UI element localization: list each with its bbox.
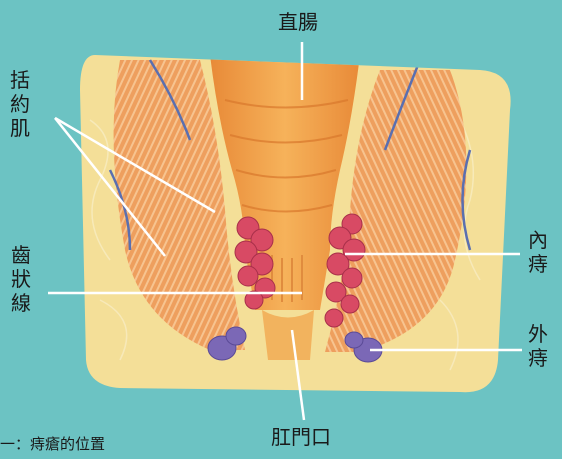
label-anus: 肛門口 <box>271 425 331 449</box>
label-internal-hemorrhoid: 內痔 <box>527 228 549 276</box>
figure-caption: 一：痔瘡的位置 <box>0 433 105 454</box>
label-dentate-line: 齒狀線 <box>10 243 32 315</box>
label-external-hemorrhoid: 外痔 <box>527 322 549 370</box>
label-sphincter: 括約肌 <box>9 68 31 140</box>
label-rectum: 直腸 <box>278 10 318 34</box>
anal-canal <box>262 310 314 360</box>
